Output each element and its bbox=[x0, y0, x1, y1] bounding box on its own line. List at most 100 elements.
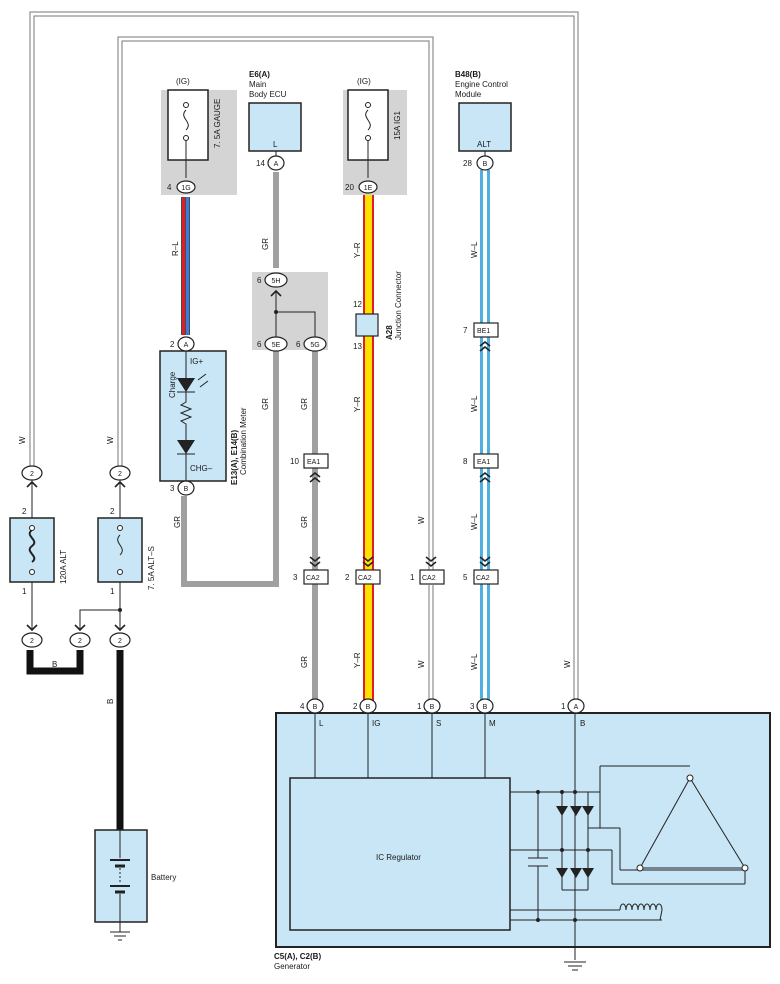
gen-term-5-pin: 1 bbox=[561, 702, 566, 711]
meter-conn-top: A bbox=[184, 342, 189, 349]
gen-term-3-pin: 1 bbox=[417, 702, 422, 711]
gauge-fuse-name: 7. 5A GAUGE bbox=[213, 99, 222, 148]
gr-wires bbox=[181, 172, 318, 705]
rl-wire bbox=[181, 197, 190, 335]
generator-id: C5(A), C2(B) bbox=[274, 952, 321, 961]
gauge-fuse-conn: 1G bbox=[181, 185, 190, 192]
junction-connector-id: A28 bbox=[385, 325, 394, 340]
gen-term-2-pin: 2 bbox=[353, 702, 358, 711]
gauge-fuse-ig: (IG) bbox=[176, 77, 190, 86]
fuse-alt-name: 120A ALT bbox=[59, 550, 68, 584]
battery-ground-icon bbox=[110, 931, 130, 941]
junction-connector-pin-bottom: 13 bbox=[353, 342, 362, 351]
alt-s-node bbox=[118, 608, 122, 612]
ca2-3-conn: CA2 bbox=[422, 575, 436, 582]
ca2-4-pin: 5 bbox=[463, 573, 468, 582]
gauge-fuse-pin: 4 bbox=[167, 183, 172, 192]
fuse-alt-s-name: 7. 5A ALT–S bbox=[147, 546, 156, 590]
ecm-pin: 28 bbox=[463, 159, 472, 168]
wire-label-gr-low: GR bbox=[300, 516, 309, 528]
inline-connector-boxes bbox=[303, 322, 499, 585]
ig1-fuse-pin: 20 bbox=[345, 183, 354, 192]
junction-left-conn: 5E bbox=[272, 342, 281, 349]
generator bbox=[275, 712, 771, 960]
gen-term-5-label: B bbox=[580, 719, 585, 728]
b-wires bbox=[26, 650, 124, 830]
ic-regulator-label: IC Regulator bbox=[376, 853, 421, 862]
yr-wire bbox=[363, 195, 374, 705]
battery bbox=[94, 829, 148, 932]
meter-chg-minus: CHG– bbox=[190, 464, 213, 473]
wire-label-w-left1: W bbox=[18, 436, 27, 444]
ig1-fuse bbox=[347, 89, 389, 178]
wire-label-yr-top: Y–R bbox=[353, 242, 362, 258]
conn-2-low-b: 2 bbox=[78, 638, 82, 645]
gen-term-1-label: L bbox=[319, 719, 324, 728]
junction-left-pin: 6 bbox=[257, 340, 262, 349]
connector-symbols bbox=[21, 155, 585, 714]
fuse-link-wires bbox=[31, 480, 121, 630]
meter-pin-bottom: 3 bbox=[170, 484, 175, 493]
ea1-left-pin: 10 bbox=[290, 457, 299, 466]
wire-label-w-b-term: W bbox=[563, 660, 572, 668]
wire-label-b-battery: B bbox=[106, 699, 115, 704]
main-body-ecu-id: E6(A) bbox=[249, 70, 270, 79]
wire-label-rl: R–L bbox=[171, 241, 180, 256]
be1-pin: 7 bbox=[463, 326, 468, 335]
wire-label-yr-mid: Y–R bbox=[353, 396, 362, 412]
gen-term-4-conn: B bbox=[483, 704, 488, 711]
ecm-line2: Module bbox=[455, 90, 482, 99]
meter-charge: Charge bbox=[168, 371, 177, 398]
be1-conn: BE1 bbox=[477, 328, 490, 335]
fuse-alt-s-pin-top: 2 bbox=[110, 507, 115, 516]
fuse-alt-pin-top: 2 bbox=[22, 507, 27, 516]
ca2-1-conn: CA2 bbox=[306, 575, 320, 582]
wire-label-w-gen: W bbox=[417, 660, 426, 668]
junction-right-conn: 5G bbox=[310, 342, 319, 349]
meter-pin-top: 2 bbox=[170, 340, 175, 349]
junction-top-conn: 5H bbox=[272, 278, 281, 285]
meter-id: E13(A), E14(B) bbox=[230, 430, 239, 485]
ea1-right-conn: EA1 bbox=[477, 459, 490, 466]
main-body-ecu-line1: Main bbox=[249, 80, 266, 89]
wire-label-w-ca2: W bbox=[417, 516, 426, 524]
wire-label-wl-top: W–L bbox=[470, 241, 479, 258]
wire-label-yr-gen: Y–R bbox=[353, 652, 362, 668]
main-body-ecu-terminal: L bbox=[273, 140, 278, 149]
junction-internal bbox=[275, 290, 316, 338]
gen-term-2-label: IG bbox=[372, 719, 380, 728]
gen-term-4-pin: 3 bbox=[470, 702, 475, 711]
ca2-2-conn: CA2 bbox=[358, 575, 372, 582]
junction-right-pin: 6 bbox=[296, 340, 301, 349]
conn-2-top-left: 2 bbox=[30, 471, 34, 478]
fuse-alt-s bbox=[97, 517, 143, 583]
main-body-ecu-box bbox=[248, 102, 302, 152]
meter-conn-bottom: B bbox=[184, 486, 189, 493]
gen-term-1-pin: 4 bbox=[300, 702, 305, 711]
generator-name: Generator bbox=[274, 962, 310, 971]
wire-label-gr-meter-low: GR bbox=[173, 516, 182, 528]
ecm-terminal: ALT bbox=[477, 140, 491, 149]
ecm-id: B48(B) bbox=[455, 70, 481, 79]
wire-label-gr-meter: GR bbox=[261, 398, 270, 410]
generator-ground-icon bbox=[564, 961, 586, 971]
combination-meter bbox=[159, 350, 227, 482]
ig1-fuse-ig: (IG) bbox=[357, 77, 371, 86]
gen-term-5-conn: A bbox=[574, 704, 579, 711]
ca2-1-pin: 3 bbox=[293, 573, 298, 582]
meter-ig-plus: IG+ bbox=[190, 357, 203, 366]
ecm-conn: B bbox=[483, 161, 488, 168]
fuse-alt-s-pin-bottom: 1 bbox=[110, 587, 115, 596]
wire-label-wl-gen: W–L bbox=[470, 653, 479, 670]
ea1-left-conn: EA1 bbox=[307, 459, 320, 466]
junction-node bbox=[274, 310, 278, 314]
fuse-120a-alt bbox=[9, 517, 55, 583]
ig1-fuse-name: 15A IG1 bbox=[393, 111, 402, 140]
ea1-right-pin: 8 bbox=[463, 457, 468, 466]
fuse-alt-pin-bottom: 1 bbox=[22, 587, 27, 596]
gauge-fuse bbox=[167, 89, 209, 178]
gen-term-3-conn: B bbox=[430, 704, 435, 711]
ecm-line1: Engine Control bbox=[455, 80, 508, 89]
main-body-ecu-line2: Body ECU bbox=[249, 90, 287, 99]
